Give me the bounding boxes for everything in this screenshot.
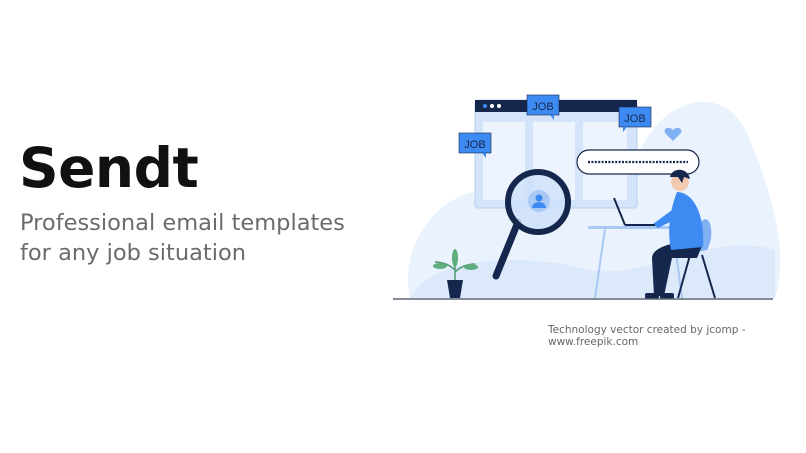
subtitle-line-2: for any job situation: [20, 240, 246, 266]
person-at-desk: [588, 169, 716, 299]
job-tag: JOB: [618, 106, 652, 132]
job-tag: JOB: [458, 132, 492, 158]
plant-icon: [433, 249, 478, 298]
freepik-credit-link[interactable]: Technology vector created by jcomp - www…: [548, 324, 746, 348]
svg-text:JOB: JOB: [532, 101, 553, 113]
job-tag: JOB: [526, 94, 560, 120]
page-title: Sendt: [19, 136, 199, 200]
job-search-illustration: JOB JOB JOB: [393, 94, 781, 300]
page-subtitle: Professional email templates for any job …: [20, 208, 345, 268]
magnifier-icon: [492, 169, 571, 280]
subtitle-line-1: Professional email templates: [20, 210, 345, 236]
svg-text:JOB: JOB: [624, 113, 645, 125]
password-field: [576, 149, 700, 175]
svg-text:JOB: JOB: [464, 139, 485, 151]
heart-icon: [664, 127, 682, 141]
user-icon: [532, 194, 546, 208]
